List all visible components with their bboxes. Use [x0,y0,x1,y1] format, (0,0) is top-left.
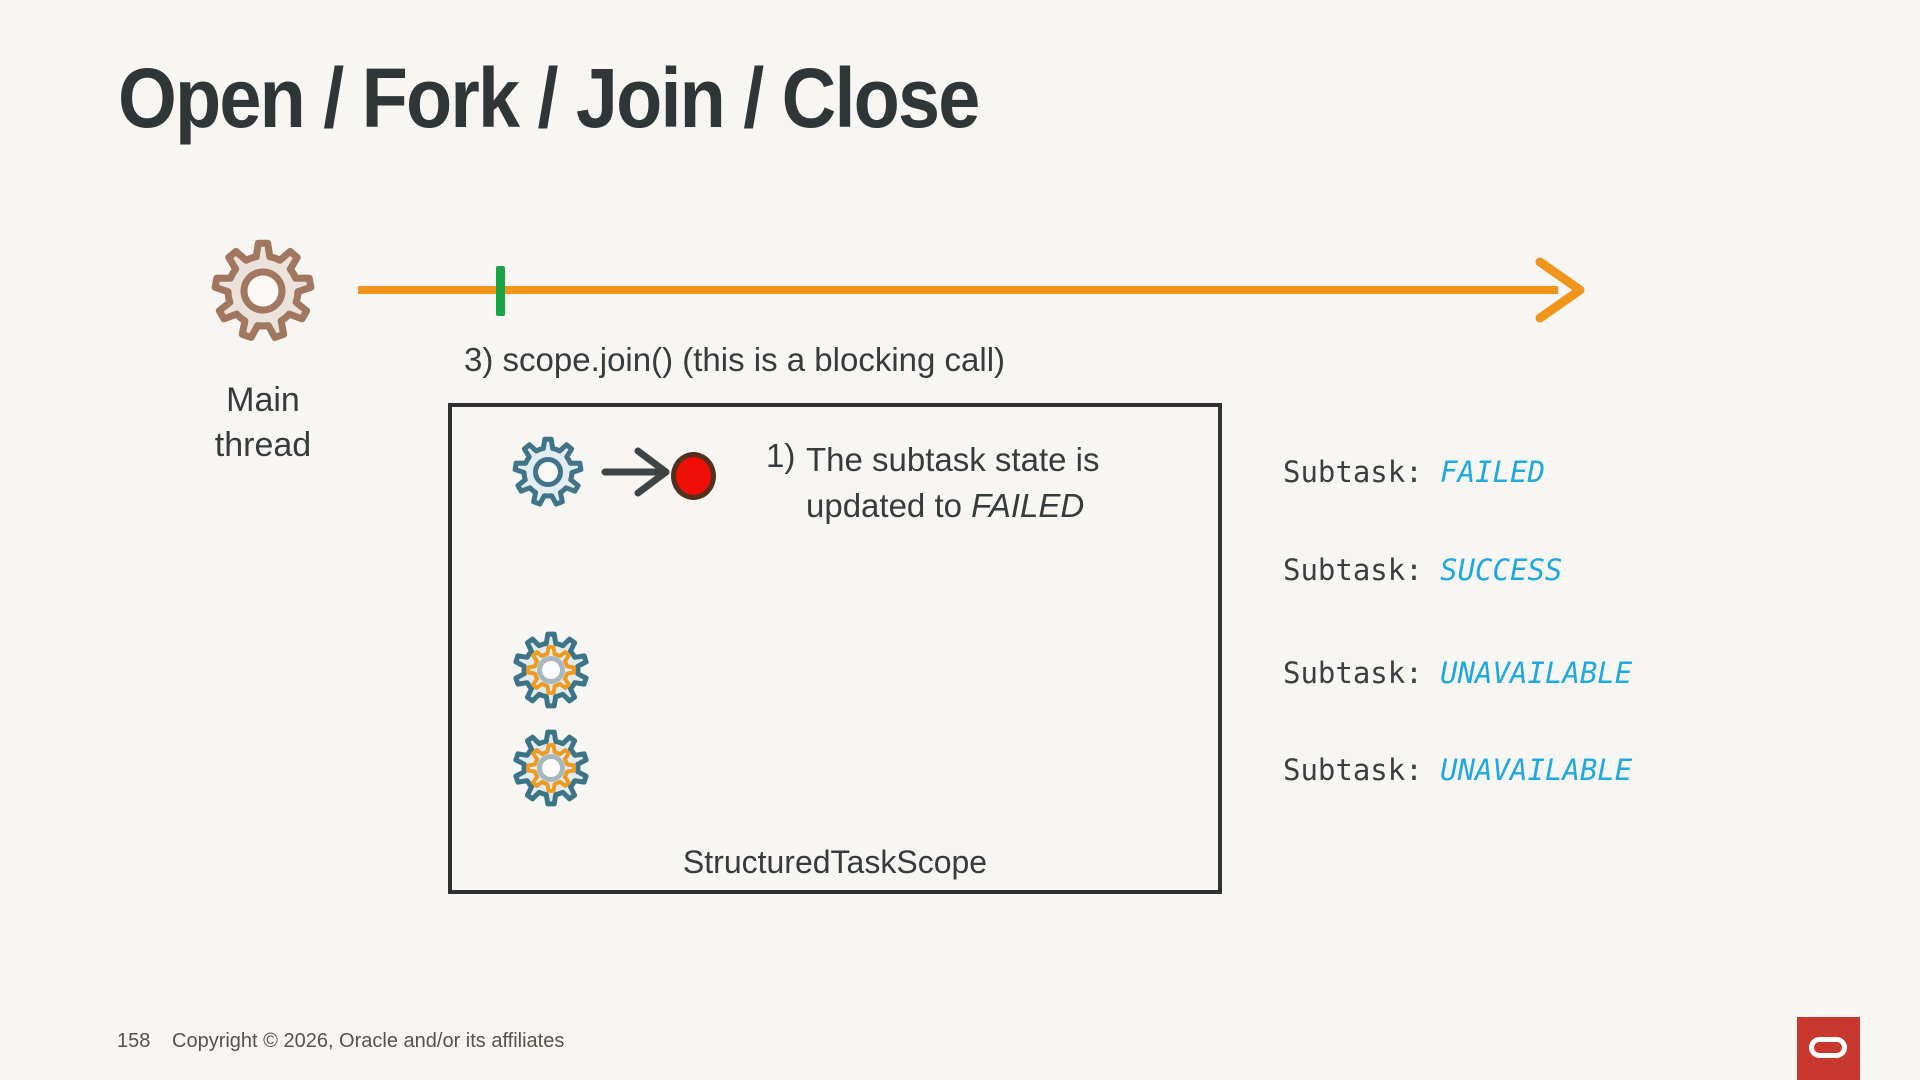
main-thread-label: Main thread [143,378,383,468]
structured-task-scope-box [448,403,1222,894]
main-thread-label-line1: Main [226,381,300,419]
main-thread-gear-icon [211,239,315,341]
subtask-prefix: Subtask: [1283,553,1441,587]
note-failed-emphasis: FAILED [971,487,1085,524]
subtask-prefix: Subtask: [1283,455,1441,489]
subtask-state-line: Subtask: UNAVAILABLE [1283,656,1632,690]
note-line1: The subtask state is [806,441,1100,478]
subtask-state-line: Subtask: UNAVAILABLE [1283,753,1632,787]
note-text: The subtask state is updated to FAILED [806,437,1099,529]
subtask-status: SUCCESS [1440,553,1563,587]
subtask-state-line: Subtask: FAILED [1283,455,1545,489]
scope-box-label: StructuredTaskScope [682,844,988,880]
note-line2: updated to FAILED [806,487,1085,524]
timeline-annotation: 3) scope.join() (this is a blocking call… [464,341,1006,378]
copyright-text: Copyright © 2026, Oracle and/or its affi… [172,1030,565,1052]
oracle-o-icon [1809,1037,1847,1058]
subtask-state-line: Subtask: SUCCESS [1283,553,1562,587]
red-circle-icon [671,452,716,500]
right-arrow-icon [601,447,670,497]
subtask-status: FAILED [1440,455,1545,489]
busy-double-gear-icon [513,631,589,709]
subtask-prefix: Subtask: [1283,753,1441,787]
main-thread-label-line2: thread [214,426,312,464]
subtask-status: UNAVAILABLE [1440,656,1633,690]
green-tick-marker [496,266,505,316]
subtask-status: UNAVAILABLE [1440,753,1633,787]
note-number: 1) [766,437,796,474]
oracle-logo [1797,1017,1860,1080]
timeline-right-arrow-icon [358,257,1585,323]
page-title: Open / Fork / Join / Close [118,51,980,145]
subtask-prefix: Subtask: [1283,656,1441,690]
subtask-gear-icon [512,436,584,507]
busy-double-gear-icon [513,729,589,807]
page-number: 158 [117,1030,151,1052]
